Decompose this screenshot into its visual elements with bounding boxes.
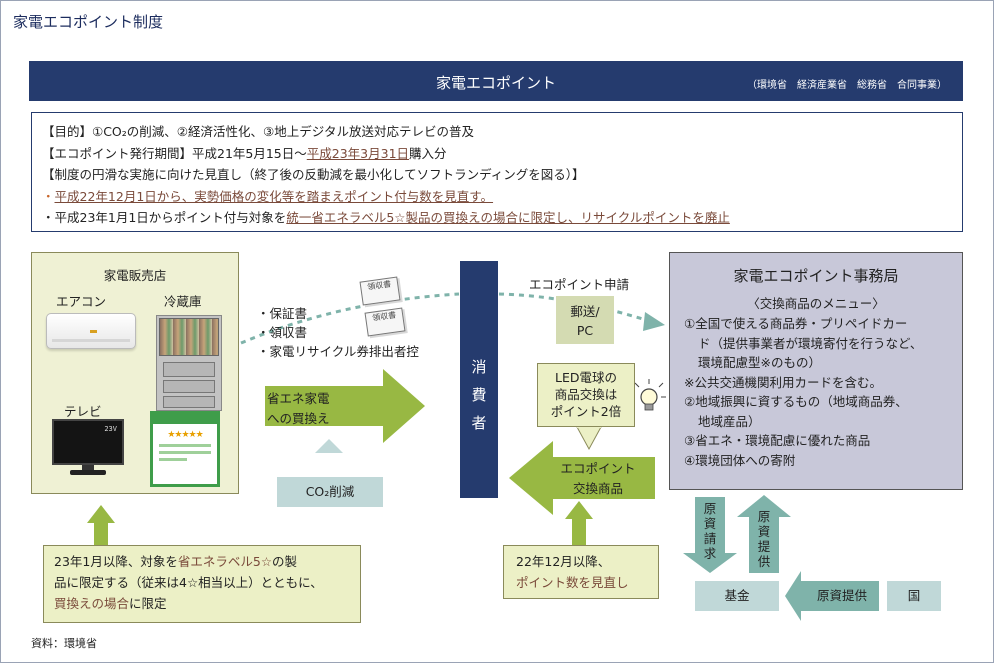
banner-title: 家電エコポイント bbox=[435, 74, 556, 92]
air-conditioner-icon bbox=[46, 313, 136, 349]
program-info-box: 【目的】①CO₂の削減、②経済活性化、③地上デジタル放送対応テレビの普及 【エコ… bbox=[31, 112, 963, 232]
eco-point-office-box: 家電エコポイント事務局 〈交換商品のメニュー〉 ①全国で使える商品券・プリペイド… bbox=[669, 252, 963, 490]
target-restriction-note: 23年1月以降、対象を省エネラベル5☆の製 品に限定する（従来は4☆相当以上）と… bbox=[43, 545, 361, 623]
required-documents-list: ・保証書 ・領収書 ・家電リサイクル券排出者控 bbox=[257, 304, 419, 361]
refrigerator-icon bbox=[156, 315, 222, 411]
co2-reduction-box: CO₂削減 bbox=[277, 477, 383, 507]
country-box: 国 bbox=[887, 581, 941, 611]
banner-ministries: （環境省 経済産業省 総務省 合同事業） bbox=[747, 80, 947, 91]
document-item: ・保証書 bbox=[257, 306, 308, 321]
country-provide-label: 原資提供 bbox=[816, 588, 867, 603]
co2-callout-pointer bbox=[315, 439, 343, 453]
right-note-up-arrow bbox=[565, 501, 593, 545]
application-arrow-head bbox=[643, 312, 665, 331]
led-callout-pointer bbox=[576, 426, 602, 451]
source-note: 資料：環境省 bbox=[31, 637, 97, 650]
fridge-label: 冷蔵庫 bbox=[164, 294, 202, 309]
note-highlight: 買換えの場合 bbox=[54, 596, 130, 611]
document-item: ・家電リサイクル券排出者控 bbox=[257, 344, 419, 359]
menu-line: ④環境団体への寄附 bbox=[684, 452, 796, 468]
office-title: 家電エコポイント事務局 bbox=[733, 267, 899, 285]
application-label: エコポイント申請 bbox=[529, 277, 630, 292]
note-highlight: 省エネラベル5☆ bbox=[177, 554, 273, 569]
left-note-up-arrow bbox=[87, 505, 115, 545]
purpose-line: 【目的】①CO₂の削減、②経済活性化、③地上デジタル放送対応テレビの普及 bbox=[42, 124, 474, 139]
country-provide-arrow bbox=[785, 571, 879, 621]
exchange-menu-list: ①全国で使える商品券・プリペイドカー ド（提供事業者が環境寄付を行うなど、 環境… bbox=[684, 314, 954, 470]
review-bullet-2: ・平成23年1月1日からポイント付与対象を統一省エネラベル5☆製品の買換えの場合… bbox=[42, 210, 730, 225]
menu-line: ①全国で使える商品券・プリペイドカー bbox=[684, 316, 908, 331]
aircon-label: エアコン bbox=[56, 294, 107, 309]
period-line: 【エコポイント発行期間】平成21年5月15日〜平成23年3月31日購入分 bbox=[42, 145, 447, 161]
exchange-arrow-label: エコポイント 交換商品 bbox=[560, 461, 636, 496]
menu-line: ②地域振興に資するもの（地域商品券、 bbox=[684, 394, 908, 409]
fund-request-label: 原資請求 bbox=[703, 501, 717, 561]
energy-label-icon: ★★★★★ bbox=[150, 411, 220, 487]
document-item: ・領収書 bbox=[257, 325, 308, 340]
tv-screen-text: 23V bbox=[104, 425, 117, 433]
menu-line: ※公共交通機関利用カードを含む。 bbox=[684, 374, 882, 390]
review-bullet-1: ・平成22年12月1日から、実勢価格の変化等を踏まえポイント付与数を見直す。 bbox=[42, 188, 494, 204]
menu-line: 環境配慮型※のもの） bbox=[698, 355, 821, 370]
television-icon: 23V bbox=[52, 419, 124, 475]
fund-request-arrow bbox=[683, 497, 737, 573]
mail-pc-box: 郵送/ PC bbox=[556, 296, 614, 344]
fund-provide-up-arrow bbox=[737, 495, 791, 573]
exchange-arrow bbox=[509, 441, 655, 515]
consumer-bar: 消費者 bbox=[460, 261, 498, 498]
store-title: 家電販売店 bbox=[103, 268, 167, 283]
appliance-store-box: 家電販売店 エアコン 冷蔵庫 テレビ 23V ★★★★★ bbox=[31, 252, 239, 494]
light-bulb-icon bbox=[634, 379, 666, 411]
note-highlight: ポイント数を見直し bbox=[516, 575, 629, 590]
energy-label-stars: ★★★★★ bbox=[167, 430, 203, 440]
replace-arrow bbox=[265, 369, 425, 443]
menu-line: 地域産品） bbox=[698, 413, 761, 429]
program-banner: 家電エコポイント （環境省 経済産業省 総務省 合同事業） bbox=[29, 61, 963, 101]
page-title: 家電エコポイント制度 bbox=[13, 13, 164, 31]
period-end-date: 平成23年3月31日 bbox=[306, 145, 410, 161]
fund-provide-label: 原資提供 bbox=[757, 509, 771, 569]
fund-box: 基金 bbox=[695, 581, 779, 611]
tv-label: テレビ bbox=[64, 404, 102, 419]
replace-arrow-label: 省エネ家電 への買換え bbox=[267, 391, 330, 426]
consumer-label: 消費者 bbox=[471, 358, 487, 432]
menu-line: ③省エネ・環境配慮に優れた商品 bbox=[684, 433, 871, 448]
point-review-note: 22年12月以降、 ポイント数を見直し bbox=[503, 545, 659, 599]
menu-line: ド（提供事業者が環境寄付を行うなど、 bbox=[698, 335, 923, 351]
led-bonus-box: LED電球の 商品交換は ポイント2倍 bbox=[537, 363, 635, 427]
review-heading: 【制度の円滑な実施に向けた見直し（終了後の反動減を最小化してソフトランディングを… bbox=[42, 167, 585, 182]
exchange-menu-title: 〈交換商品のメニュー〉 bbox=[747, 296, 885, 311]
